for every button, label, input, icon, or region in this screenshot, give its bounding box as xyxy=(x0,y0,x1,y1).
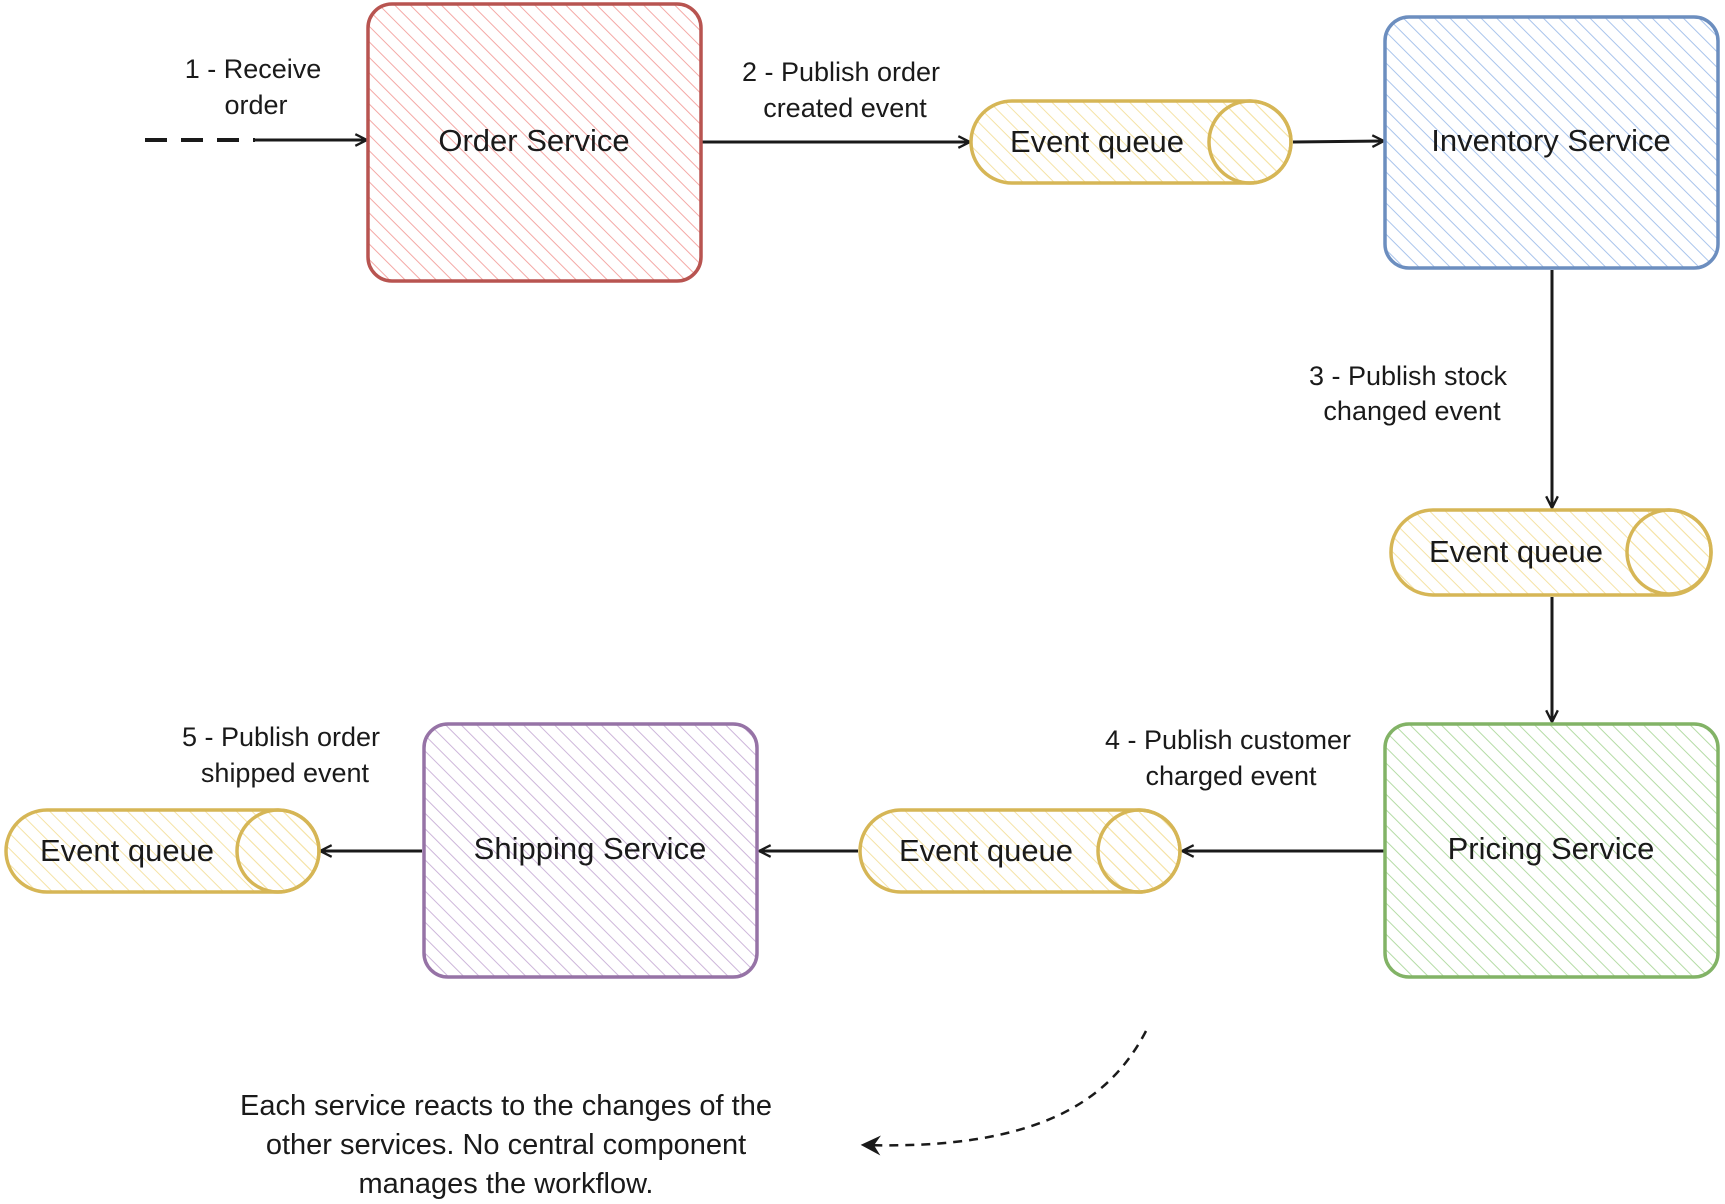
event-queue-3-label: Event queue xyxy=(899,833,1073,868)
edge-label-step4: 4 - Publish customer charged event xyxy=(1105,725,1351,791)
event-queue-2[interactable]: Event queue xyxy=(1389,508,1713,597)
edge-label-step4-line1: 4 - Publish customer xyxy=(1105,725,1351,755)
edge-label-step3: 3 - Publish stock changed event xyxy=(1309,361,1508,426)
edge-label-step2: 2 - Publish order created event xyxy=(742,57,940,123)
edge-label-step1: 1 - Receive order xyxy=(185,54,322,120)
event-queue-2-label: Event queue xyxy=(1429,534,1603,569)
shipping-service-box[interactable]: Shipping Service xyxy=(422,722,759,979)
edge-label-step5: 5 - Publish order shipped event xyxy=(182,722,380,788)
edge-label-step3-line2: changed event xyxy=(1323,396,1501,426)
edge-label-step4-line2: charged event xyxy=(1145,761,1317,791)
pricing-service-box[interactable]: Pricing Service xyxy=(1383,722,1720,979)
event-queue-1-label: Event queue xyxy=(1010,124,1184,159)
note-line-1: Each service reacts to the changes of th… xyxy=(240,1090,772,1122)
note-line-2: other services. No central component xyxy=(266,1129,746,1161)
shipping-service-label: Shipping Service xyxy=(474,831,707,866)
event-queue-4-label: Event queue xyxy=(40,833,214,868)
edges xyxy=(145,140,1552,1156)
order-service-box[interactable]: Order Service xyxy=(366,2,703,283)
edge-label-step2-line1: 2 - Publish order xyxy=(742,57,940,87)
inventory-service-label: Inventory Service xyxy=(1431,123,1671,158)
event-queue-3[interactable]: Event queue xyxy=(858,808,1182,894)
edge-label-step5-line2: shipped event xyxy=(201,758,370,788)
edge-label-step2-line2: created event xyxy=(763,93,927,123)
pricing-service-label: Pricing Service xyxy=(1448,831,1655,866)
edge-queue1-to-inventory xyxy=(1292,141,1384,142)
order-service-label: Order Service xyxy=(438,123,629,158)
event-queue-4[interactable]: Event queue xyxy=(4,808,321,894)
edge-label-step1-line1: 1 - Receive xyxy=(185,54,322,84)
workflow-note: Each service reacts to the changes of th… xyxy=(240,1090,772,1200)
edge-label-step5-line1: 5 - Publish order xyxy=(182,722,380,752)
edge-label-step3-line1: 3 - Publish stock xyxy=(1309,361,1508,391)
event-queue-1[interactable]: Event queue xyxy=(969,99,1293,185)
note-line-3: manages the workflow. xyxy=(359,1168,654,1200)
edge-label-step1-line2: order xyxy=(224,90,287,120)
inventory-service-box[interactable]: Inventory Service xyxy=(1383,15,1720,270)
note-pointer-arrow xyxy=(860,1030,1148,1156)
